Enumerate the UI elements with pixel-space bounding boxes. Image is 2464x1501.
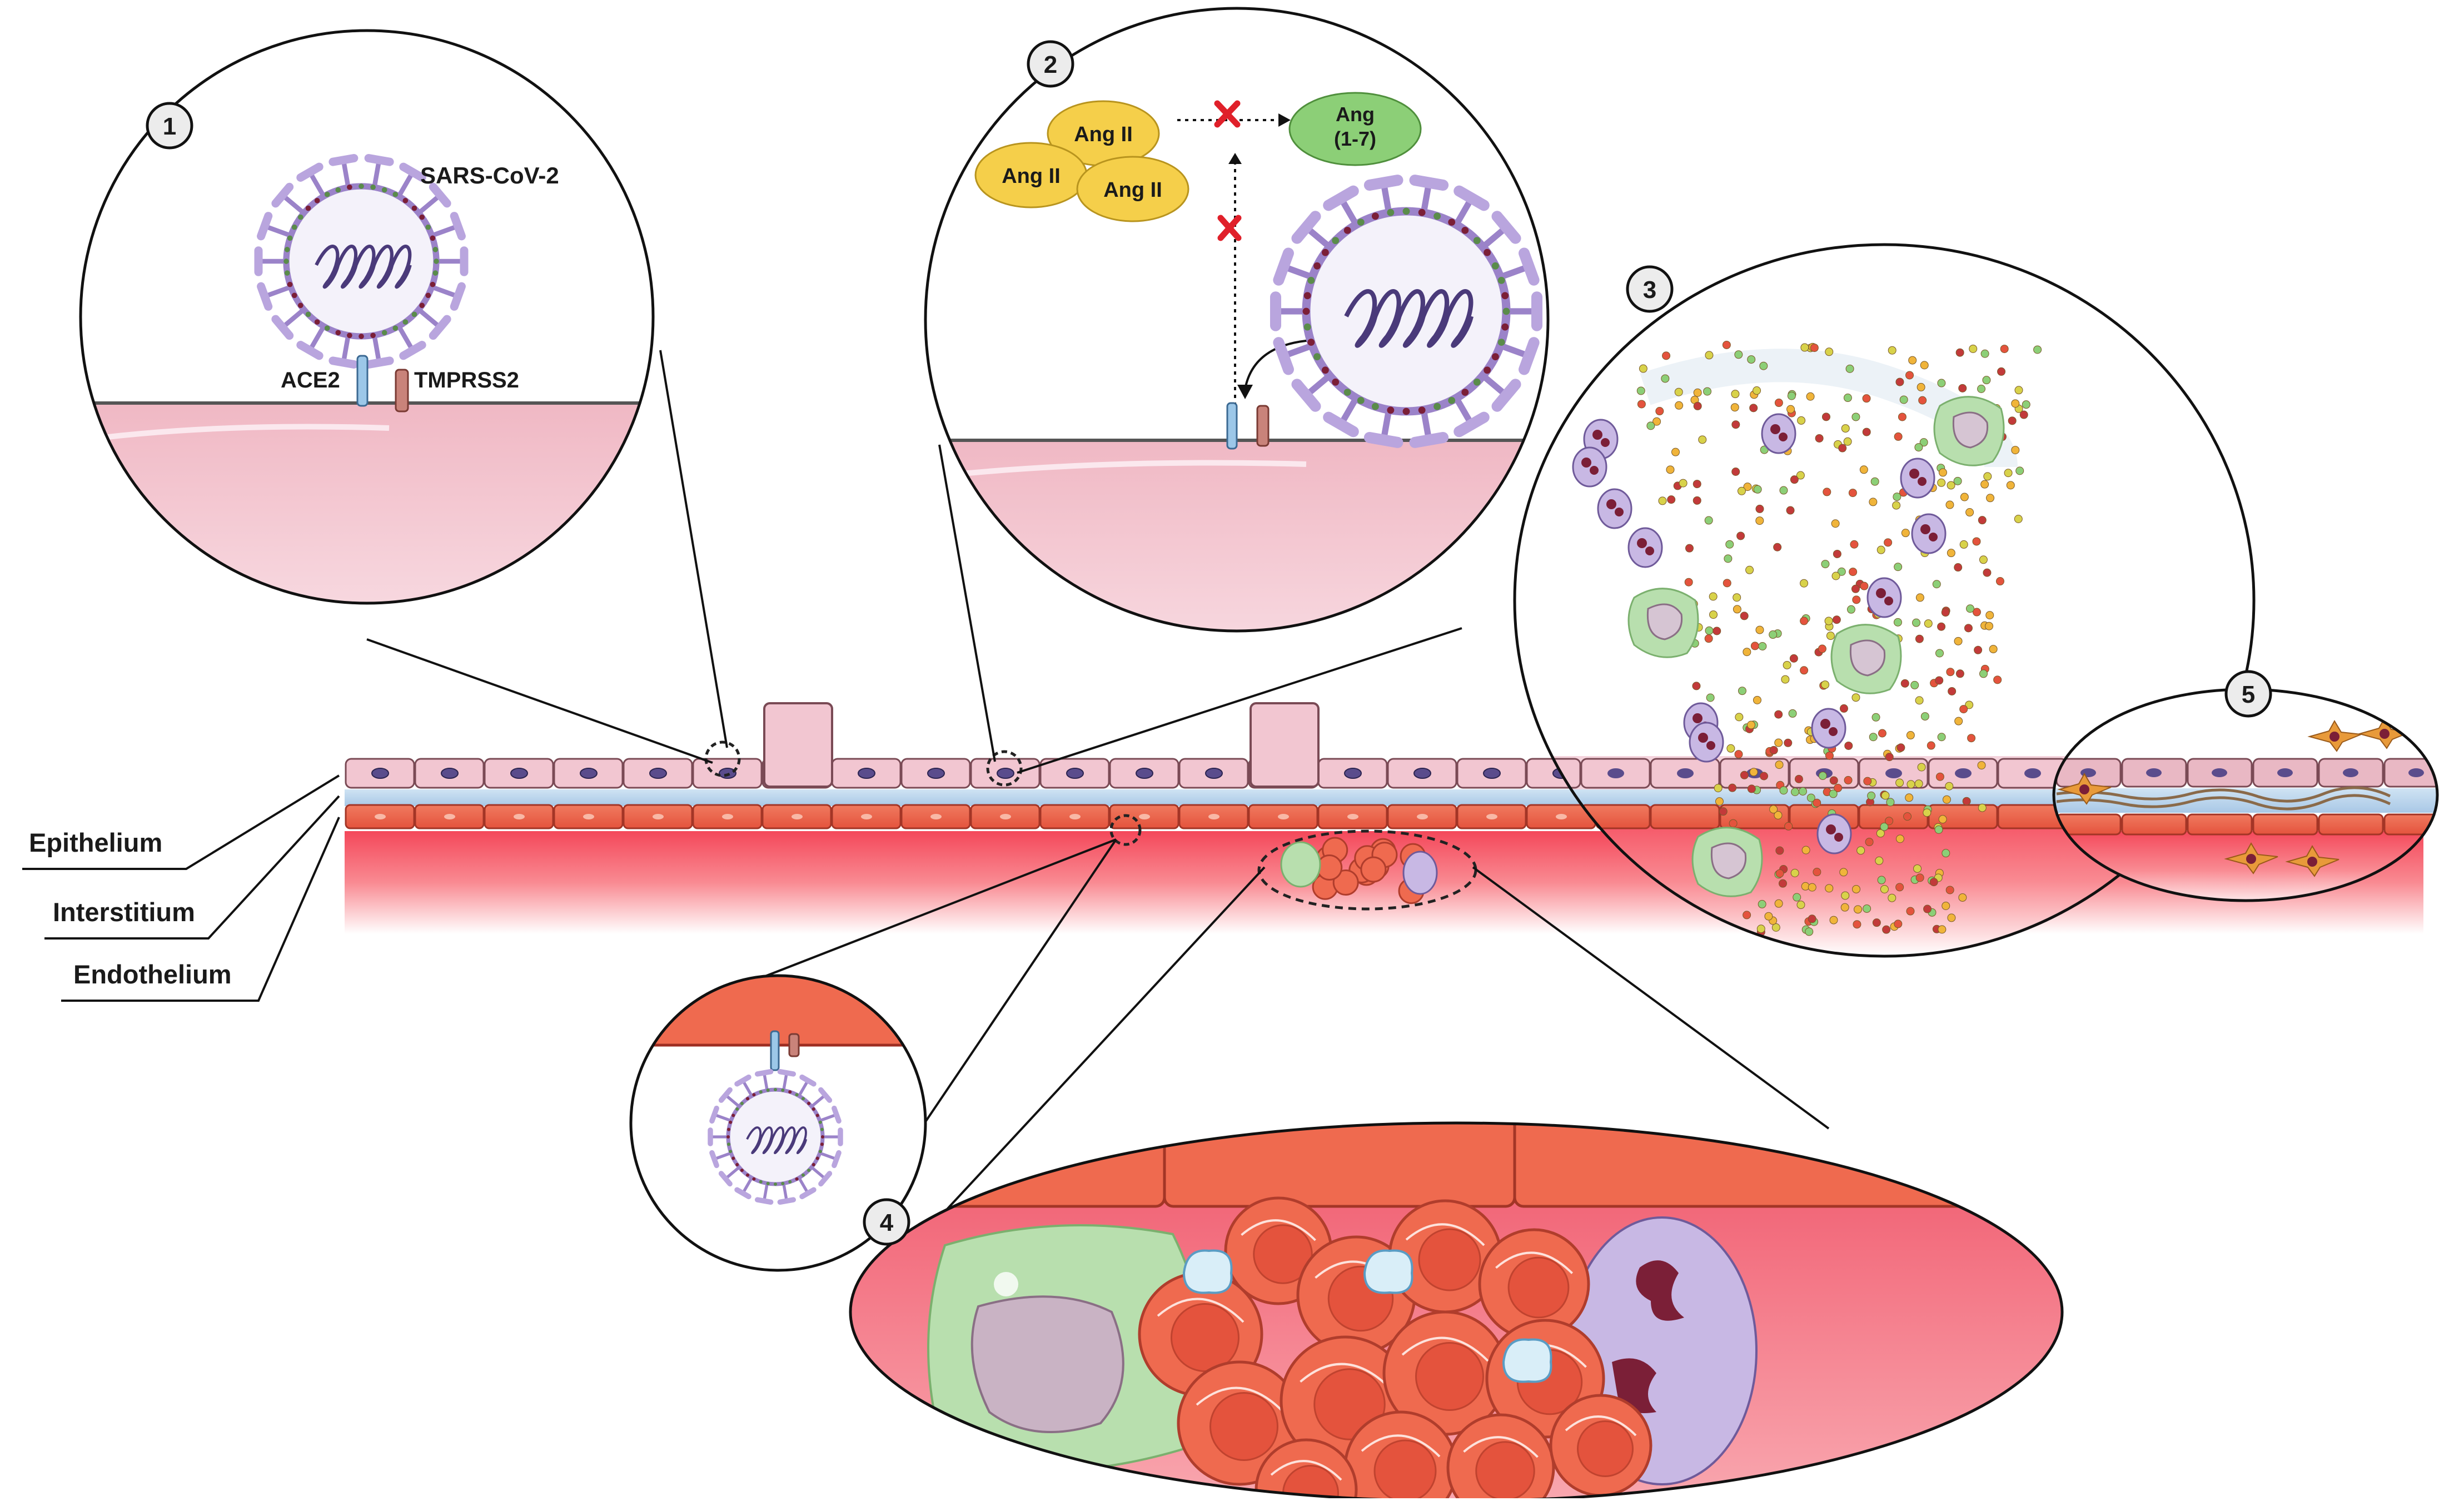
tmprss2-protease-icon [788, 1033, 800, 1057]
endothelium-label: Endothelium [73, 960, 232, 989]
sars-cov-2-label: SARS-CoV-2 [420, 162, 559, 188]
platelets [1182, 1249, 1552, 1383]
ace2-label: ACE2 [281, 368, 340, 392]
block-x-icon [1214, 100, 1242, 241]
internalization-arrow [1244, 339, 1312, 390]
panel-4-microthrombus: 4 [849, 1121, 2064, 1501]
zoom-marker-1 [704, 740, 741, 777]
epithelium-label: Epithelium [29, 828, 162, 857]
panel-4-badge [863, 1198, 910, 1246]
sars-cov-2-virion-icon [254, 153, 469, 369]
panel-3-badge [1626, 265, 1674, 313]
ace2-receptor-icon [356, 355, 369, 407]
ang-1-7-label-line2: (1-7) [1334, 127, 1376, 150]
panel-1-badge [146, 102, 193, 150]
immune-cells [1572, 396, 2005, 897]
ang-ii-label-1: Ang II [1074, 123, 1133, 146]
panel-1-viral-entry: SARS-CoV-2 ACE2 TMPRSS2 1 [79, 29, 655, 605]
panel-4-number: 4 [880, 1209, 894, 1236]
panel-2-badge [1027, 40, 1074, 88]
tmprss2-protease-icon [1256, 405, 1270, 447]
panel-5-badge [2224, 670, 2272, 718]
panel-3-number: 3 [1643, 276, 1656, 304]
microthrombus-cluster [1257, 829, 1477, 911]
ang-ii-label-3: Ang II [1103, 178, 1162, 202]
tmprss2-label: TMPRSS2 [414, 368, 519, 392]
panel-2-ace2-downregulation: Ang II Ang II Ang II Ang (1-7) 2 [924, 7, 1550, 633]
zoom-connector-lines [366, 350, 1830, 1219]
ace2-receptor-icon [770, 1030, 780, 1071]
ace2-receptor-icon [1226, 402, 1238, 450]
panel-1-number: 1 [163, 113, 176, 140]
macrophage-zoomed [927, 1224, 1206, 1472]
sars-cov-2-virion-icon [708, 1068, 843, 1205]
zoom-marker-2 [986, 750, 1023, 787]
ang-ii-cluster: Ang II Ang II Ang II [974, 100, 1189, 222]
zoom-marker-4 [1109, 814, 1142, 846]
ang-1-7-node: Ang (1-7) [1288, 92, 1422, 166]
ang-ii-label-2: Ang II [1002, 165, 1061, 188]
cytokine-particles [1636, 340, 2042, 936]
layer-label-group: Epithelium Interstitium Endothelium [22, 774, 340, 1002]
blocked-conversion-arrows [1177, 119, 1278, 406]
panel-2-number: 2 [1044, 51, 1057, 78]
tmprss2-protease-icon [395, 369, 409, 412]
sars-cov-2-virion-icon [1270, 175, 1542, 448]
ang-1-7-label-line1: Ang [1336, 103, 1375, 126]
interstitium-label: Interstitium [53, 897, 195, 927]
panel-5-number: 5 [2242, 681, 2255, 708]
